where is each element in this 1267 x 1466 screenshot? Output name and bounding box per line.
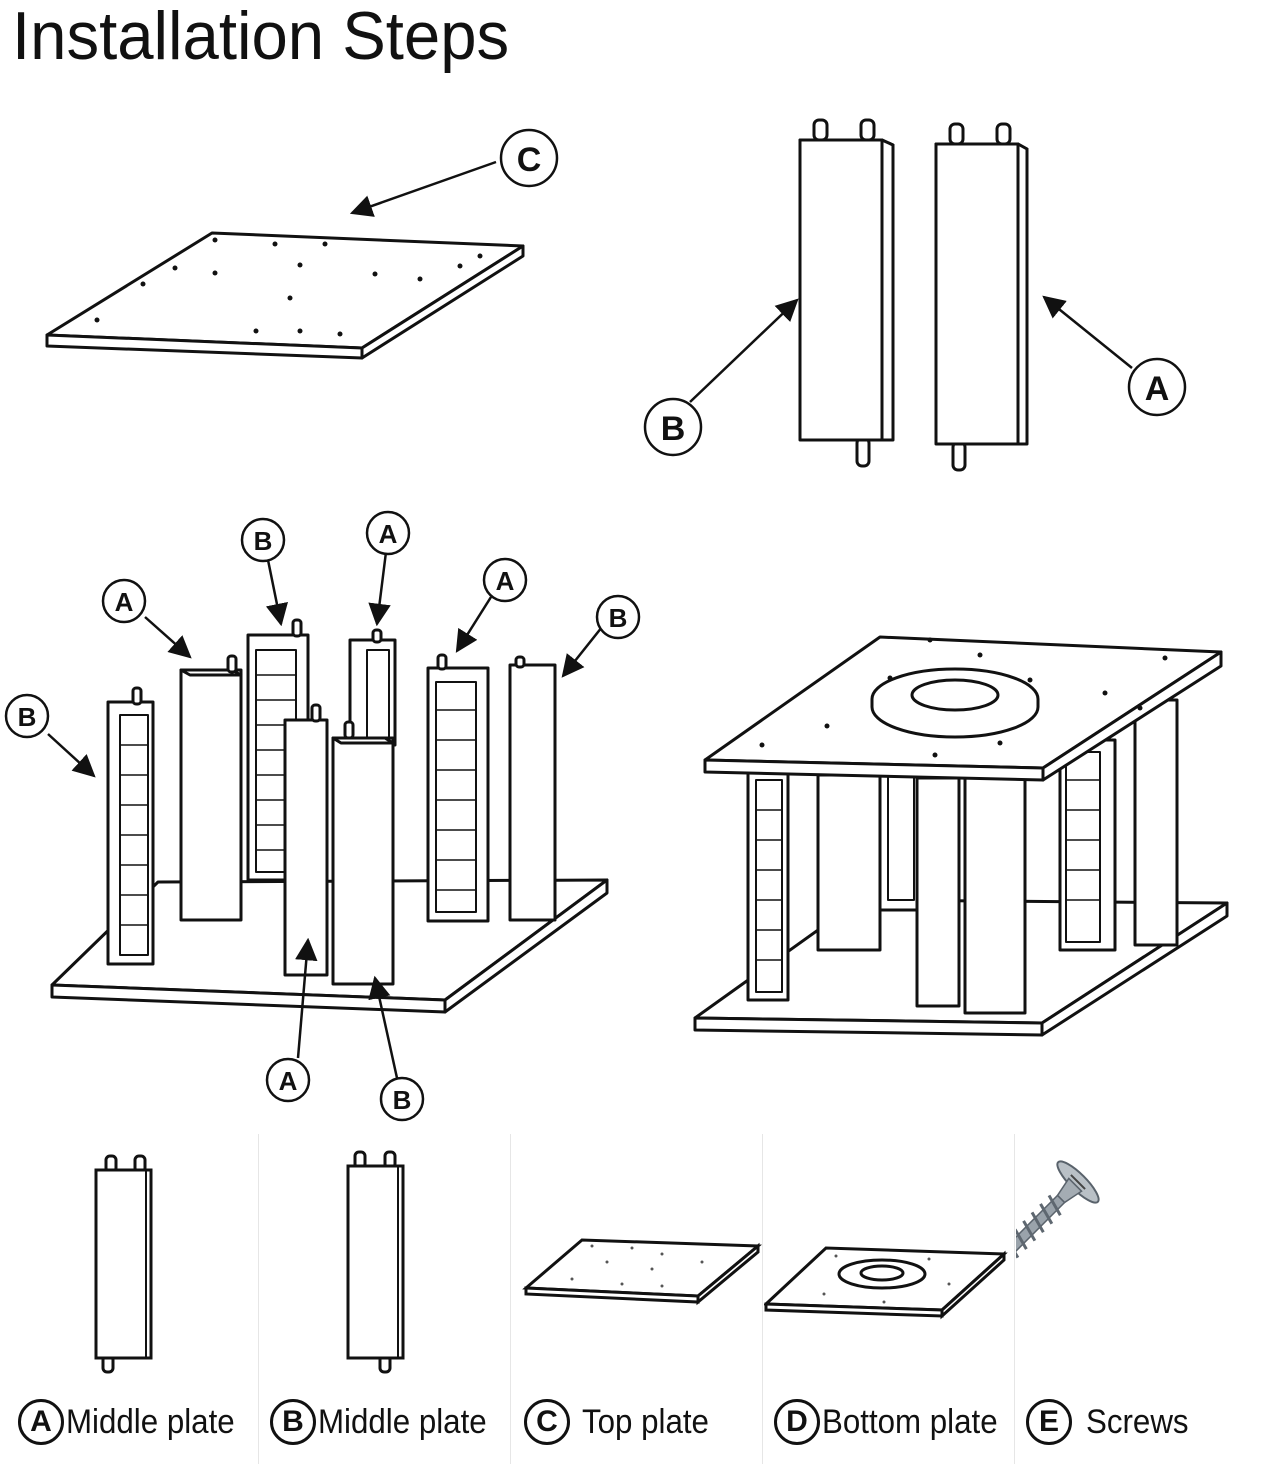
legend-item-d: D Bottom plate: [764, 1134, 1015, 1464]
assembled-unit-drawing: [693, 635, 1229, 1037]
callout-arrow: [1042, 295, 1133, 369]
legend-letter-e: E: [1026, 1399, 1072, 1445]
svg-text:A: A: [115, 587, 134, 617]
callout-step3-b-right: B: [595, 594, 641, 640]
callout-step3-b-left: B: [4, 693, 50, 739]
callout-a: A: [1127, 357, 1187, 417]
bottom-plate-icon: [764, 1246, 1008, 1320]
callout-step3-a-mid: A: [482, 557, 528, 603]
step3-assembly-drawing: [50, 618, 609, 1014]
svg-text:B: B: [254, 526, 273, 556]
callout-b: B: [643, 397, 703, 457]
middle-plate-b-icon: [346, 1150, 405, 1374]
installation-diagram: C B A B A B A A: [4, 118, 1229, 1122]
svg-text:A: A: [379, 519, 398, 549]
svg-text:B: B: [393, 1085, 412, 1115]
svg-text:B: B: [18, 702, 37, 732]
legend-item-a: A Middle plate: [8, 1134, 259, 1464]
svg-text:B: B: [609, 603, 628, 633]
step3-callout-arrows: [47, 551, 603, 1079]
page-title: Installation Steps: [12, 0, 510, 74]
legend-letter-d: D: [774, 1399, 820, 1445]
svg-text:A: A: [279, 1066, 298, 1096]
legend-item-b: B Middle plate: [260, 1134, 511, 1464]
callout-step3-a-top: A: [365, 510, 411, 556]
svg-text:B: B: [661, 410, 686, 448]
legend-label-e: Screws: [1086, 1402, 1189, 1441]
legend-letter-a: A: [18, 1399, 64, 1445]
legend-label-d: Bottom plate: [822, 1402, 998, 1441]
callout-arrow: [349, 160, 497, 217]
middle-plate-a-icon: [94, 1154, 153, 1374]
top-plate-icon: [522, 1238, 762, 1306]
middle-plate-b-drawing: [798, 118, 895, 468]
legend-letter-b: B: [270, 1399, 316, 1445]
parts-legend: A Middle plate B Middle plate: [8, 1134, 1262, 1464]
callout-step3-b-bottom: B: [379, 1076, 425, 1122]
top-plate-drawing: [45, 231, 525, 360]
svg-text:C: C: [517, 141, 542, 179]
legend-item-c: C Top plate: [512, 1134, 763, 1464]
callout-step3-a-left: A: [101, 578, 147, 624]
callout-c: C: [499, 128, 559, 188]
legend-item-e: E Screws: [1016, 1134, 1262, 1464]
legend-label-c: Top plate: [582, 1402, 709, 1441]
callout-step3-b-top: B: [240, 517, 286, 563]
callout-step3-a-bottom: A: [265, 1057, 311, 1103]
legend-label-b: Middle plate: [318, 1402, 487, 1441]
legend-letter-c: C: [524, 1399, 570, 1445]
middle-plate-a-drawing: [934, 122, 1029, 472]
svg-text:A: A: [1145, 370, 1170, 408]
legend-label-a: Middle plate: [66, 1402, 235, 1441]
screw-icon: [1016, 1160, 1100, 1338]
svg-text:A: A: [496, 566, 515, 596]
callout-arrow: [689, 298, 799, 403]
